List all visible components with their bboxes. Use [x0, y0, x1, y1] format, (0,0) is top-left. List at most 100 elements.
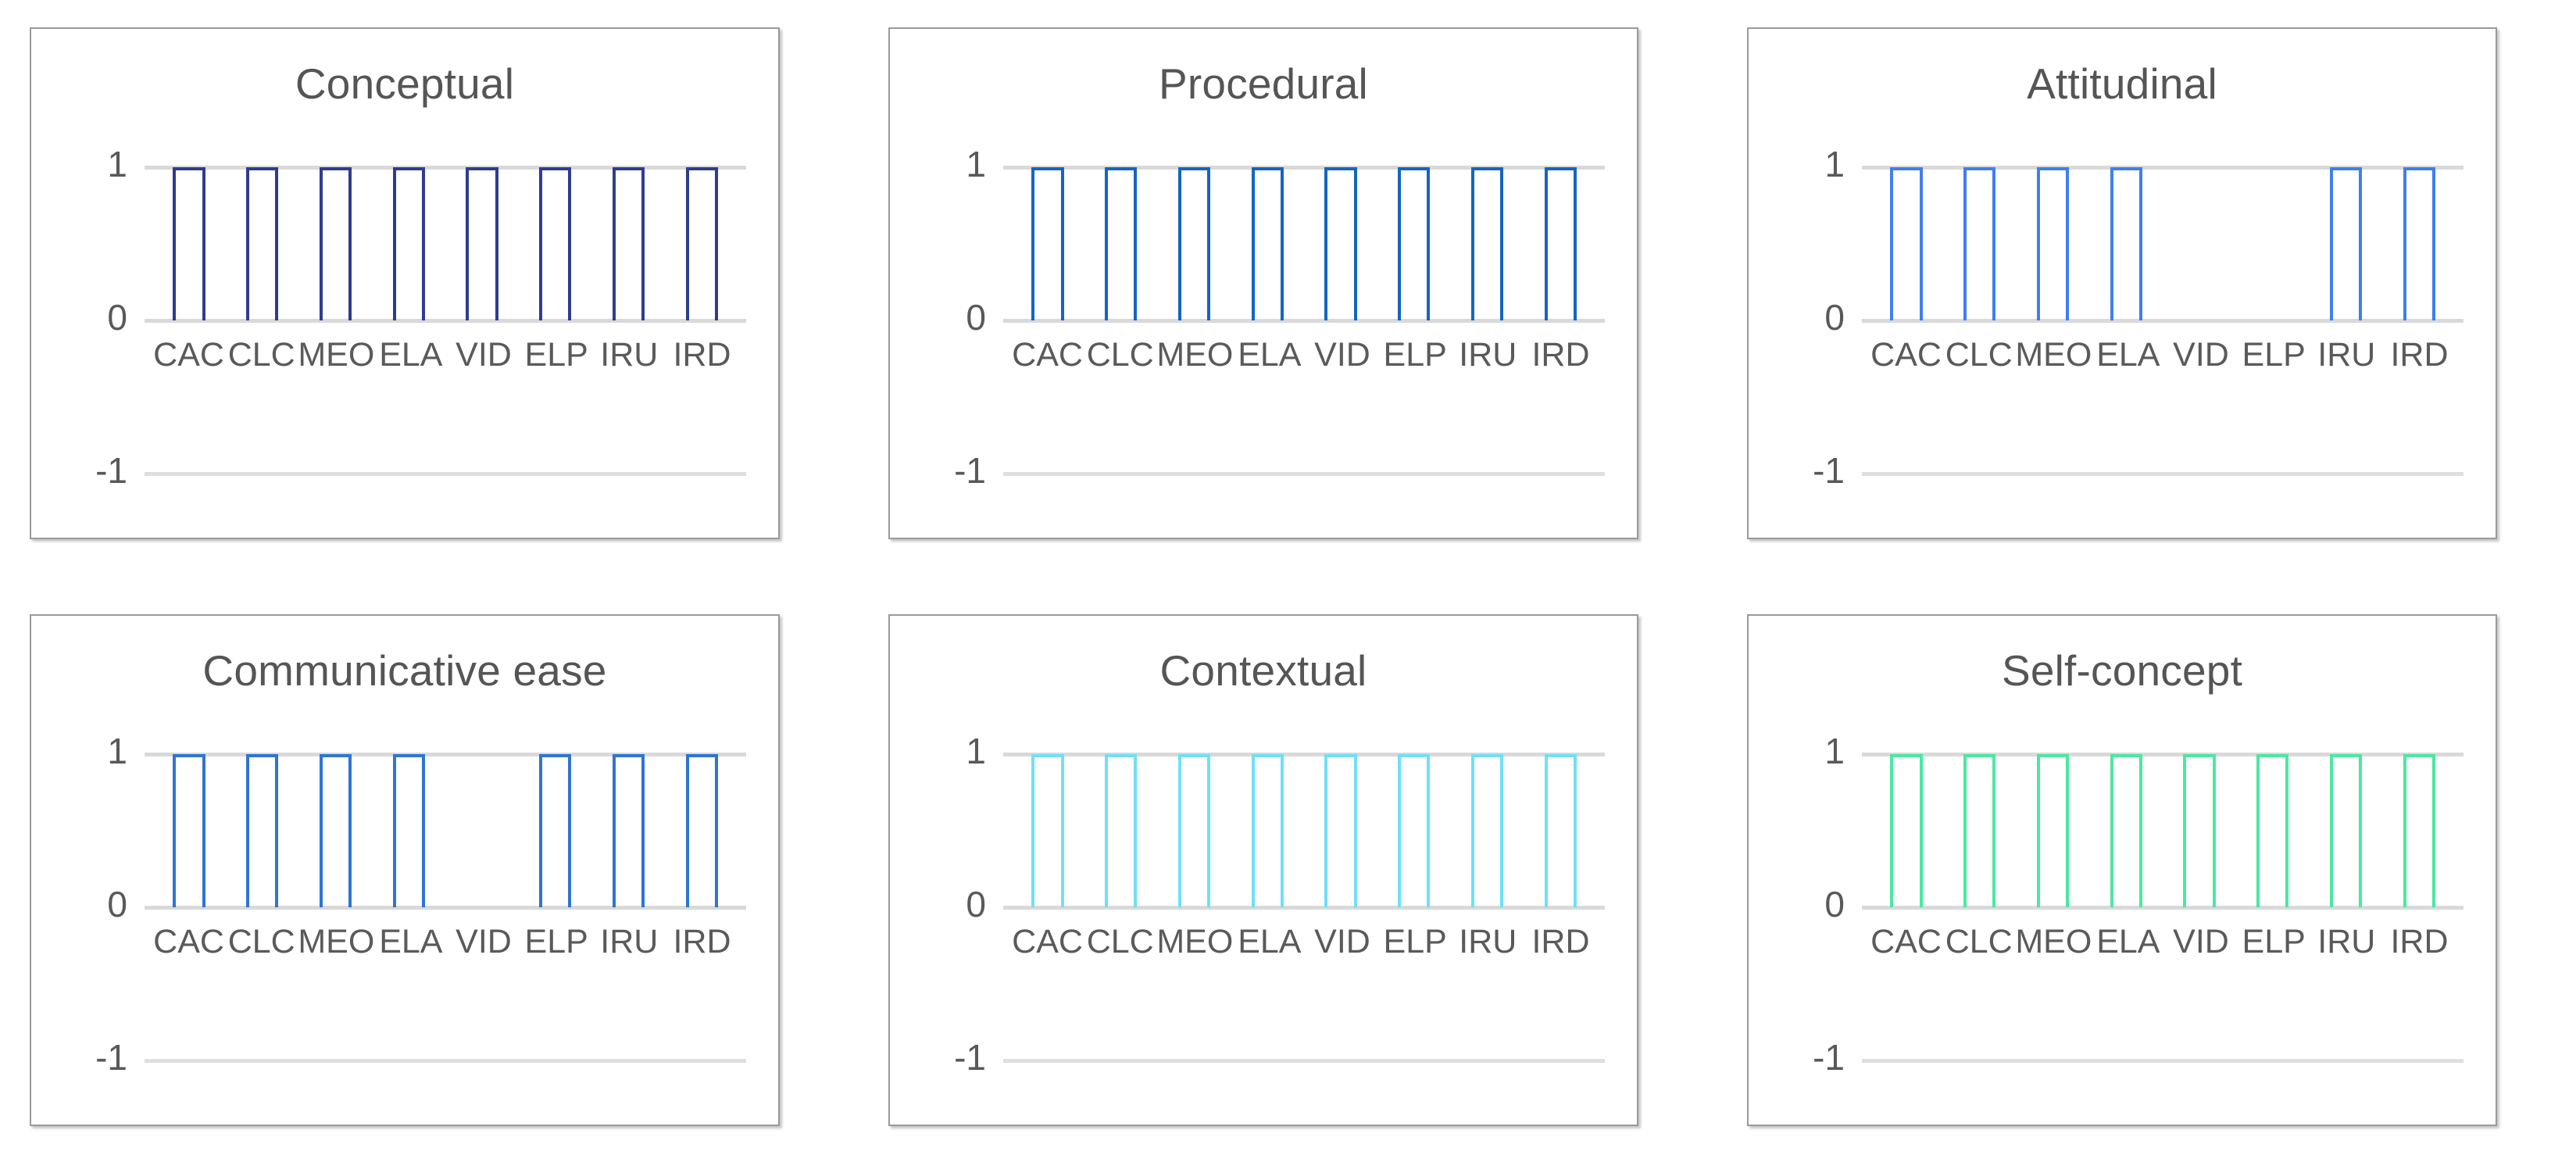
y-tick-label-attitudinal-1: 0 [1824, 297, 1845, 338]
bar-self-concept-IRD [2403, 753, 2435, 907]
bar-cell-attitudinal-ELP [2236, 167, 2310, 320]
bar-series-self-concept [1862, 753, 2463, 907]
bar-cell-self-concept-CLC [1943, 753, 2017, 907]
x-tick-label-communicative-ease-2: MEO [298, 922, 375, 960]
gridline-contextual--1 [1003, 1058, 1605, 1063]
chart-title-attitudinal: Attitudinal [2027, 59, 2217, 108]
gridline-procedural--1 [1003, 472, 1605, 476]
bar-contextual-ELA [1251, 753, 1284, 907]
bar-series-communicative-ease [145, 753, 746, 907]
y-tick-label-contextual-0: 1 [966, 730, 986, 771]
gridline-communicative-ease-0 [145, 905, 746, 910]
x-tick-label-contextual-7: IRD [1531, 922, 1590, 960]
x-tick-label-communicative-ease-5: ELP [524, 922, 588, 960]
x-tick-label-self-concept-0: CAC [1870, 922, 1942, 960]
bar-contextual-VID [1324, 753, 1357, 907]
bar-cell-conceptual-VID [445, 167, 519, 320]
gridline-attitudinal-1 [1862, 166, 2463, 170]
bar-cell-contextual-IRD [1524, 753, 1597, 907]
x-tick-label-procedural-3: ELA [1238, 336, 1302, 374]
y-tick-label-attitudinal-0: 1 [1824, 144, 1845, 184]
bar-procedural-MEO [1177, 167, 1210, 320]
bar-cell-contextual-ELA [1231, 753, 1304, 907]
gridline-conceptual-1 [145, 166, 746, 170]
bar-attitudinal-IRD [2403, 167, 2435, 320]
y-tick-label-conceptual-2: -1 [95, 450, 127, 491]
chart-title-procedural: Procedural [1159, 59, 1368, 108]
x-tick-label-procedural-7: IRD [1531, 336, 1590, 374]
bar-cell-attitudinal-VID [2163, 167, 2236, 320]
bar-attitudinal-IRU [2329, 167, 2362, 320]
bar-attitudinal-CAC [1890, 167, 1923, 320]
bar-self-concept-CLC [1963, 753, 1996, 907]
gridline-attitudinal-0 [1862, 319, 2463, 323]
bar-cell-procedural-VID [1304, 167, 1377, 320]
y-tick-label-attitudinal-2: -1 [1813, 450, 1845, 491]
gridline-self-concept-1 [1862, 752, 2463, 756]
x-tick-label-contextual-4: VID [1314, 922, 1370, 960]
gridline-conceptual--1 [145, 472, 746, 476]
bar-procedural-IRD [1544, 167, 1577, 320]
x-tick-label-self-concept-7: IRD [2390, 922, 2449, 960]
bar-conceptual-CAC [173, 167, 205, 320]
bar-cell-attitudinal-ELA [2089, 167, 2163, 320]
y-tick-label-conceptual-0: 1 [107, 144, 127, 184]
bar-contextual-CAC [1031, 753, 1064, 907]
x-tick-label-conceptual-0: CAC [153, 336, 224, 374]
gridline-attitudinal--1 [1862, 472, 2463, 476]
bar-cell-procedural-ELP [1377, 167, 1451, 320]
x-tick-label-self-concept-2: MEO [2015, 922, 2092, 960]
x-tick-label-procedural-0: CAC [1012, 336, 1083, 374]
bar-cell-attitudinal-IRU [2310, 167, 2383, 320]
chart-title-self-concept: Self-concept [2001, 646, 2243, 695]
bar-series-conceptual [145, 167, 746, 320]
bar-contextual-ELP [1398, 753, 1431, 907]
bar-cell-contextual-VID [1304, 753, 1377, 907]
x-tick-label-attitudinal-7: IRD [2390, 336, 2449, 374]
bar-communicative-ease-IRD [685, 753, 718, 907]
bar-cell-self-concept-IRD [2382, 753, 2456, 907]
bar-cell-procedural-IRD [1524, 167, 1597, 320]
gridline-contextual-1 [1003, 752, 1605, 756]
x-tick-label-self-concept-5: ELP [2242, 922, 2306, 960]
bar-communicative-ease-IRU [612, 753, 645, 907]
bar-procedural-ELA [1251, 167, 1284, 320]
x-tick-label-procedural-1: CLC [1086, 336, 1154, 374]
x-tick-label-procedural-4: VID [1314, 336, 1370, 374]
bar-cell-procedural-IRU [1451, 167, 1524, 320]
bar-cell-communicative-ease-IRD [665, 753, 738, 907]
x-tick-label-communicative-ease-6: IRU [600, 922, 659, 960]
x-tick-label-conceptual-1: CLC [227, 336, 295, 374]
x-tick-label-self-concept-4: VID [2173, 922, 2229, 960]
bar-cell-contextual-CLC [1084, 753, 1158, 907]
chart-title-contextual: Contextual [1159, 646, 1367, 695]
bar-cell-conceptual-IRD [665, 167, 738, 320]
bar-cell-communicative-ease-CAC [152, 753, 226, 907]
bar-self-concept-ELA [2110, 753, 2142, 907]
x-tick-label-attitudinal-0: CAC [1870, 336, 1942, 374]
x-tick-label-attitudinal-5: ELP [2242, 336, 2306, 374]
bar-cell-conceptual-CLC [226, 167, 299, 320]
x-tick-label-conceptual-3: ELA [379, 336, 443, 374]
y-tick-label-self-concept-2: -1 [1813, 1036, 1845, 1078]
bar-self-concept-MEO [2036, 753, 2069, 907]
x-tick-label-procedural-6: IRU [1459, 336, 1517, 374]
x-tick-label-attitudinal-6: IRU [2317, 336, 2376, 374]
bar-self-concept-IRU [2329, 753, 2362, 907]
x-tick-label-conceptual-4: VID [456, 336, 512, 374]
y-tick-label-contextual-1: 0 [966, 883, 986, 924]
bar-contextual-CLC [1105, 753, 1138, 907]
bar-procedural-CAC [1031, 167, 1064, 320]
